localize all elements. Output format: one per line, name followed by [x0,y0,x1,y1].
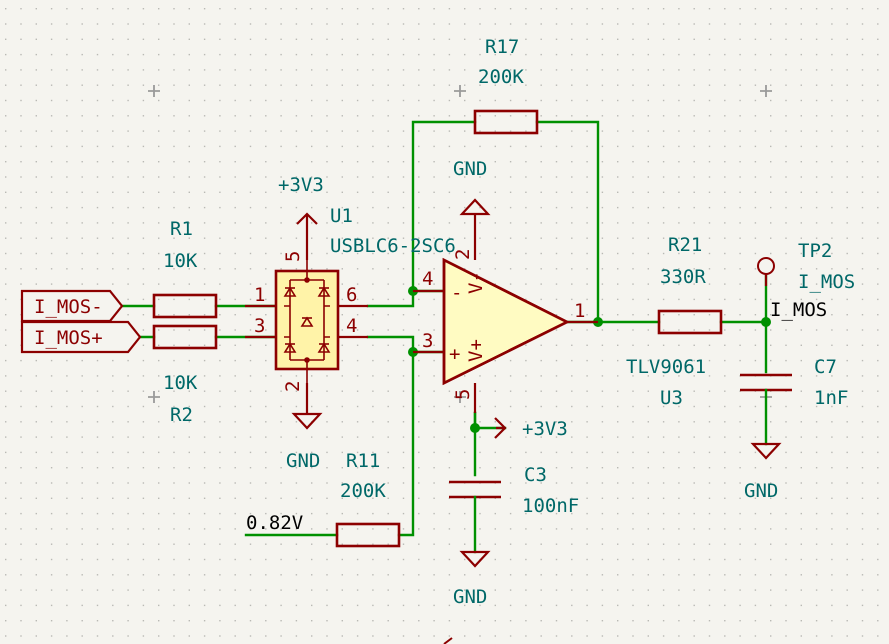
r17-value: 200K [478,66,524,88]
u3-pin4: 4 [422,268,433,290]
capacitor-c7[interactable]: C7 1nF [740,356,848,446]
resistor-r11[interactable]: R11 200K [335,450,401,548]
u1-pin6: 6 [346,284,357,306]
u1-pin1: 1 [254,284,265,306]
power-3v3-top-symbol: +3V3 [278,174,324,229]
opamp-vminus-label: V- [465,271,487,294]
u1-value: USBLC6-2SC6 [330,235,456,257]
resistor-r17[interactable]: R17 200K [473,36,539,135]
u3-value: TLV9061 [626,356,706,378]
u1-pin5: 5 [282,251,304,262]
opamp-u3-tlv9061[interactable]: - + V- V+ 4 3 1 2 5 TLV9061 U3 [413,229,706,413]
u3-pin2: 2 [452,249,474,260]
power-3v3-right-symbol: +3V3 [494,417,568,440]
net-label-i-mos: I_MOS [770,299,827,321]
resistor-r1[interactable]: R1 10K [152,218,218,319]
power-3v3-top-label: +3V3 [278,174,324,196]
c7-value: 1nF [814,387,848,409]
r17-ref: R17 [485,36,519,58]
port-i-mos-minus[interactable]: I_MOS- [20,289,124,323]
gnd-u1-symbol: GND [286,412,323,472]
opamp-plus-sign: + [449,343,460,365]
u1-pin3: 3 [254,315,265,337]
u1-pin4: 4 [346,315,357,337]
capacitor-c3[interactable]: C3 100nF [449,464,579,554]
gnd-c7-symbol: GND [744,442,782,502]
c3-ref: C3 [524,464,547,486]
c7-ref: C7 [814,356,837,378]
testpoint-tp2[interactable]: TP2 I_MOS [757,240,855,293]
port-i-mos-plus-label: I_MOS+ [34,327,103,349]
net-label-0v82: 0.82V [246,512,303,534]
u3-pin3: 3 [422,330,433,352]
u3-pin5: 5 [452,389,474,400]
tp2-ref: TP2 [798,240,832,262]
r21-value: 330R [660,266,706,288]
gnd-c3-symbol: GND [453,550,491,608]
r1-ref: R1 [170,218,193,240]
r2-value: 10K [163,372,198,394]
gnd-opamp-symbol: GND [453,158,491,229]
ic-u1-usblc6[interactable]: U1 USBLC6-2SC6 1 3 6 4 5 2 [245,205,456,414]
gnd-c7-label: GND [744,480,778,502]
u3-ref: U3 [660,387,683,409]
resistor-r21[interactable]: R21 330R [657,234,723,335]
port-i-mos-minus-label: I_MOS- [34,296,103,318]
port-i-mos-plus[interactable]: I_MOS+ [20,320,142,354]
opamp-vplus-label: V+ [465,339,487,362]
offscreen-symbol-fragment [443,637,453,644]
u1-pin2: 2 [282,381,304,392]
r11-ref: R11 [346,450,380,472]
r11-value: 200K [340,480,386,502]
r2-ref: R2 [170,404,193,426]
tvs-diodes-icon [283,260,331,383]
gnd-c3-label: GND [453,586,487,608]
resistor-r2[interactable]: 10K R2 [152,324,218,426]
gnd-u1-label: GND [286,450,320,472]
u1-ref: U1 [330,205,353,227]
gnd-opamp-label: GND [453,158,487,180]
c3-value: 100nF [522,495,579,517]
junctions [408,286,771,433]
opamp-minus-sign: - [451,282,462,304]
tp2-value: I_MOS [798,271,855,293]
u3-pin1: 1 [574,300,585,322]
power-3v3-right-label: +3V3 [522,418,568,440]
r1-value: 10K [163,250,198,272]
r21-ref: R21 [668,234,702,256]
